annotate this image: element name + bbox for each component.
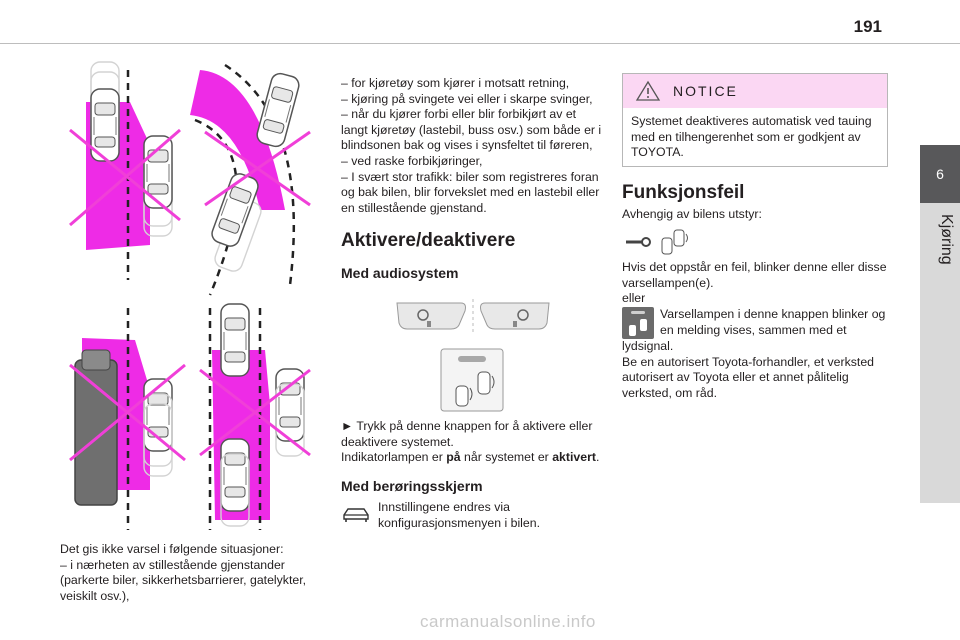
section-heading-malfunction: Funksjonsfeil xyxy=(622,182,745,203)
advice-text: lydsignal. Be en autorisert Toyota-forha… xyxy=(622,339,890,401)
notice-box: NOTICE Systemet deaktiveres automatisk v… xyxy=(622,73,888,167)
situations-caption: Det gis ikke varsel i følgende situasjon… xyxy=(60,542,320,604)
mirror-indicators-icon xyxy=(396,299,550,335)
blind-spot-button-icon[interactable] xyxy=(440,348,504,412)
touch-line: konfigurasjonsmenyen i bilen. xyxy=(378,515,541,530)
indicator-activated: aktivert xyxy=(552,450,596,465)
list-item: – ved raske forbikjøringer, xyxy=(341,153,483,168)
list-item: – for kjøretøy som kjører i motsatt retn… xyxy=(341,76,570,90)
indicator-text: . xyxy=(595,450,600,465)
notice-header: NOTICE xyxy=(623,74,887,108)
situations-list: – for kjøretøy som kjører i motsatt retn… xyxy=(341,76,606,216)
blind-spot-warning-icon xyxy=(661,229,688,255)
touch-line: Innstillingene endres via xyxy=(378,500,510,514)
scene-parked-object xyxy=(69,61,181,280)
notice-body: Systemet deaktiveres automatisk ved taui… xyxy=(623,108,887,167)
caption-line: (parkerte biler, sikkerhetsbarrierer, ga… xyxy=(60,573,307,588)
indicator-text: Indikatorlampen er xyxy=(341,450,447,465)
subheading-audio: Med audiosystem xyxy=(341,265,459,281)
blind-spot-button-lamp-icon xyxy=(622,307,654,339)
wrench-icon xyxy=(626,237,651,247)
car-settings-icon xyxy=(343,508,369,522)
list-item: og bak bilen, blir forvekslet med en las… xyxy=(341,185,600,200)
list-item: – når du kjører forbi eller blir forbikj… xyxy=(341,107,577,122)
notice-line: TOYOTA. xyxy=(631,145,684,160)
scene-traffic xyxy=(199,303,311,530)
press-line: deaktivere systemet. xyxy=(341,434,454,449)
touchscreen-text: Innstillingene endres via konfigurasjons… xyxy=(378,500,608,531)
list-item: – kjøring på svingete vei eller i skarpe… xyxy=(341,91,593,106)
chapter-tab[interactable]: 6 xyxy=(920,145,960,203)
scene-long-vehicle xyxy=(69,308,186,530)
warning-triangle-icon xyxy=(635,80,661,101)
depends-text: Avhengig av bilens utstyr: xyxy=(622,207,762,221)
chapter-number: 6 xyxy=(936,166,944,182)
malfunction-line: Hvis det oppstår en feil, blinker denne … xyxy=(622,260,887,274)
advice-line: verksted, om råd. xyxy=(622,385,717,400)
or-text: eller xyxy=(622,291,646,306)
caption-line: – i nærheten av stillestående gjenstande… xyxy=(60,557,285,572)
watermark: carmanualsonline.info xyxy=(420,612,596,631)
advice-line: lydsignal. xyxy=(622,339,674,353)
chapter-tab-side xyxy=(920,203,960,503)
indicator-text: når systemet er xyxy=(460,450,553,465)
advice-line: autorisert av Toyota eller et annet påli… xyxy=(622,370,849,385)
indicator-on: på xyxy=(446,450,461,465)
notice-title: NOTICE xyxy=(673,83,738,99)
list-item: en stillestående gjenstand. xyxy=(341,200,487,215)
subheading-touchscreen: Med berøringsskjerm xyxy=(341,478,483,494)
scene-curve xyxy=(190,63,311,296)
caption-line: Det gis ikke varsel i følgende situasjon… xyxy=(60,542,284,556)
section-heading-activate: Aktivere/deaktivere xyxy=(341,230,516,251)
list-item: langt kjøretøy (lastebil, buss osv.) som… xyxy=(341,122,602,137)
list-item: blindsonen bak og vises i synsfeltet til… xyxy=(341,138,593,153)
indicator-line: Indikatorlampen er på når systemet er ak… xyxy=(341,450,606,466)
lamp-line: Varsellampen i denne knappen blinker og xyxy=(660,307,886,321)
lamp-text: Varsellampen i denne knappen blinker og … xyxy=(660,307,888,338)
press-instruction: ► Trykk på denne knappen for å aktivere … xyxy=(341,419,606,466)
chapter-title: Kjøring xyxy=(938,214,955,265)
caption-line: veiskilt osv.), xyxy=(60,588,130,603)
press-line: ► Trykk på denne knappen for å aktivere … xyxy=(341,419,593,433)
malfunction-text: Hvis det oppstår en feil, blinker denne … xyxy=(622,260,887,307)
page-number: 191 xyxy=(853,17,882,36)
blind-spot-illustration xyxy=(69,61,311,530)
notice-line: Systemet deaktiveres automatisk ved taui… xyxy=(631,114,872,128)
header-divider xyxy=(0,43,960,44)
advice-line: Be en autorisert Toyota-forhandler, et v… xyxy=(622,354,875,369)
malfunction-line: varsellampen(e). xyxy=(622,275,714,290)
lamp-line: en melding vises, sammen med et xyxy=(660,322,847,337)
notice-line: med en tilhengerenhet som er godkjent av xyxy=(631,129,861,144)
warning-lamps-icon xyxy=(626,229,688,255)
list-item: – I svært stor trafikk: biler som regist… xyxy=(341,169,599,184)
